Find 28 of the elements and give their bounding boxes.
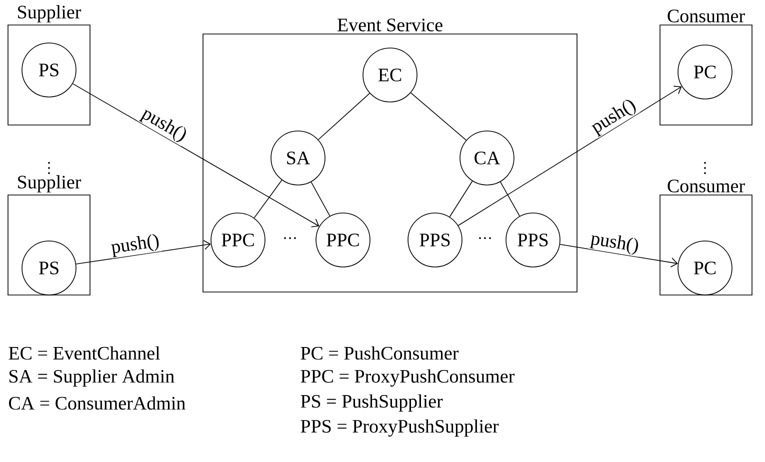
ellipsis: ⋯ xyxy=(479,237,491,240)
node-label: Consumer xyxy=(668,180,745,192)
connector-line xyxy=(410,92,467,141)
ellipsis: ⋯ xyxy=(284,237,296,240)
arrow xyxy=(72,83,320,228)
edge-label: push() xyxy=(108,232,162,258)
arrow xyxy=(458,86,682,226)
ellipsis: ⋮ xyxy=(704,162,706,174)
abbreviation-note: PC = PushConsumer xyxy=(300,346,459,360)
connector-line xyxy=(500,181,520,216)
abbreviation-note: PPC = ProxyPushConsumer xyxy=(300,369,514,387)
node-label: Event Service xyxy=(338,18,442,32)
abbreviation-note: SA = Supplier Admin xyxy=(9,369,174,387)
connector-line xyxy=(254,180,282,218)
node-label: Supplier xyxy=(18,175,82,192)
abbreviation-note: EC = EventChannel xyxy=(8,346,160,360)
abbreviation-note: PPS = ProxyPushSupplier xyxy=(300,419,499,437)
edge-label: push() xyxy=(588,230,642,257)
abbreviation-note: CA = ConsumerAdmin xyxy=(9,396,186,410)
arrow xyxy=(560,244,678,268)
connector-line xyxy=(449,180,473,218)
connector-line xyxy=(318,92,370,140)
arrow xyxy=(76,240,211,264)
abbreviation-note: PS = PushSupplier xyxy=(300,394,443,412)
ellipsis: ⋮ xyxy=(48,162,50,174)
connector-line xyxy=(310,182,330,216)
node-label: Consumer xyxy=(668,10,745,22)
node-label: Supplier xyxy=(18,5,82,22)
